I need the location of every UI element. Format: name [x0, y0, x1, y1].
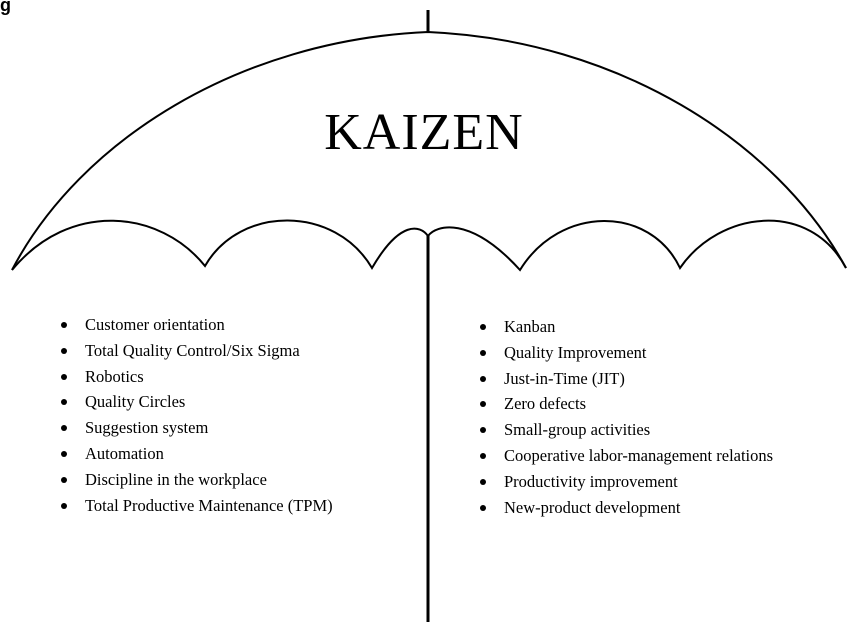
umbrella-canopy	[11, 30, 847, 271]
list-item: New-product development	[476, 495, 773, 521]
list-item: Just-in-Time (JIT)	[476, 366, 773, 392]
corner-label: g	[0, 0, 11, 15]
list-item: Total Productive Maintenance (TPM)	[57, 493, 333, 519]
list-item: Discipline in the workplace	[57, 467, 333, 493]
list-item: Customer orientation	[57, 312, 333, 338]
diagram-title: KAIZEN	[324, 104, 524, 161]
list-item: Suggestion system	[57, 415, 333, 441]
list-item: Automation	[57, 441, 333, 467]
umbrella-scalloped-edge	[11, 219, 847, 272]
left-item-list: Customer orientation Total Quality Contr…	[57, 312, 333, 518]
right-item-list: Kanban Quality Improvement Just-in-Time …	[476, 314, 773, 520]
list-item: Total Quality Control/Six Sigma	[57, 338, 333, 364]
list-item: Cooperative labor-management relations	[476, 443, 773, 469]
list-item: Kanban	[476, 314, 773, 340]
list-item: Productivity improvement	[476, 469, 773, 495]
list-item: Zero defects	[476, 391, 773, 417]
list-item: Robotics	[57, 364, 333, 390]
list-item: Quality Circles	[57, 389, 333, 415]
list-item: Small-group activities	[476, 417, 773, 443]
list-item: Quality Improvement	[476, 340, 773, 366]
